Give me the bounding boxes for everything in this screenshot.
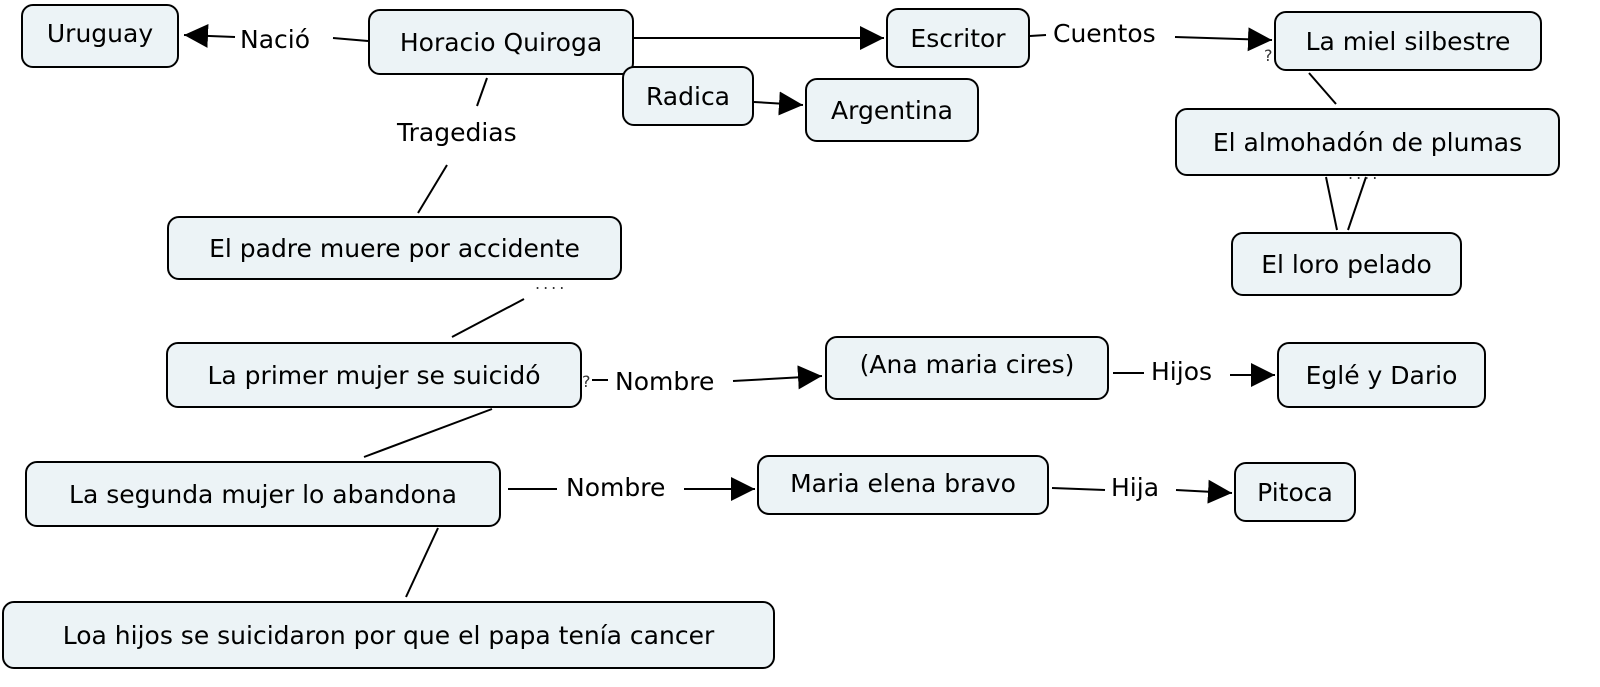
edge-horacio-tragedias bbox=[476, 77, 488, 107]
concept-escritor[interactable]: Escritor bbox=[886, 8, 1030, 68]
link-nombre-primera[interactable]: Nombre bbox=[615, 367, 715, 397]
edge-hija-pitoca bbox=[1175, 479, 1233, 504]
concept-el-loro-pelado[interactable]: El loro pelado bbox=[1231, 232, 1462, 296]
edge-maria-hija bbox=[1051, 487, 1106, 491]
concept-radica[interactable]: Radica bbox=[622, 66, 754, 126]
link-nacio[interactable]: Nació bbox=[240, 25, 311, 55]
edge-primer-segunda bbox=[363, 408, 493, 458]
link-hija[interactable]: Hija bbox=[1111, 473, 1160, 503]
concept-el-almohadon-de-plumas[interactable]: El almohadón de plumas bbox=[1175, 108, 1560, 176]
question-marker: ? bbox=[582, 372, 594, 391]
link-hijos[interactable]: Hijos bbox=[1151, 357, 1213, 387]
concept-egle-y-dario[interactable]: Eglé y Dario bbox=[1277, 342, 1486, 408]
concept-primer-mujer[interactable]: La primer mujer se suicidó bbox=[166, 342, 582, 408]
edge-escritor-cuentos bbox=[1029, 34, 1047, 37]
concept-loa-hijos[interactable]: Loa hijos se suicidaron por que el papa … bbox=[2, 601, 775, 669]
concept-el-padre-muere[interactable]: El padre muere por accidente bbox=[167, 216, 622, 280]
edge-horacio-nacio bbox=[332, 37, 369, 42]
edge-nacio-uruguay bbox=[183, 23, 236, 48]
edge-miel-almohadon bbox=[1308, 72, 1337, 105]
edge-cuentos-miel bbox=[1174, 27, 1273, 52]
edge-almohadon-loro-a bbox=[1325, 176, 1338, 231]
link-nombre-segunda[interactable]: Nombre bbox=[566, 473, 666, 503]
edge-almohadon-loro-b bbox=[1347, 176, 1367, 231]
edge-nombre-ana bbox=[732, 365, 823, 390]
edge-tragedias-padre bbox=[417, 164, 448, 214]
link-cuentos[interactable]: Cuentos bbox=[1053, 19, 1156, 49]
question-marker: ? bbox=[1264, 46, 1276, 65]
concept-maria-elena-bravo[interactable]: Maria elena bravo bbox=[757, 455, 1049, 515]
edge-radica-argentina bbox=[753, 91, 804, 116]
link-tragedias[interactable]: Tragedias bbox=[397, 118, 517, 148]
dots-marker: .... bbox=[1348, 164, 1381, 183]
edge-segunda-loa bbox=[405, 527, 439, 598]
dots-marker: .... bbox=[535, 274, 568, 293]
concept-pitoca[interactable]: Pitoca bbox=[1234, 462, 1356, 522]
concept-horacio-quiroga[interactable]: Horacio Quiroga bbox=[368, 9, 634, 75]
concept-segunda-mujer[interactable]: La segunda mujer lo abandona bbox=[25, 461, 501, 527]
concept-la-miel-silbestre[interactable]: La miel silbestre bbox=[1274, 11, 1542, 71]
concept-uruguay[interactable]: Uruguay bbox=[21, 4, 179, 68]
concept-argentina[interactable]: Argentina bbox=[805, 78, 979, 142]
edge-padre-primer bbox=[451, 298, 525, 338]
concept-ana-maria-cires[interactable]: (Ana maria cires) bbox=[825, 336, 1109, 400]
